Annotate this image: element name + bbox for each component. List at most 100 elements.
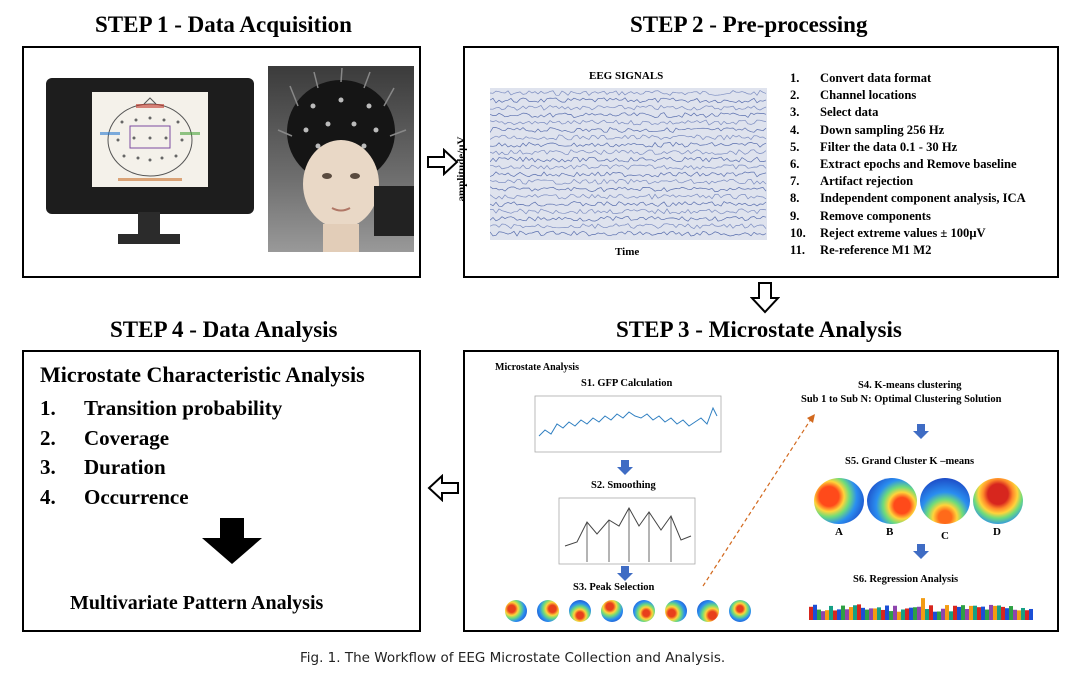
regression-bar: [845, 609, 849, 620]
regression-bar: [841, 605, 845, 620]
regression-bar: [997, 605, 1001, 620]
eeg-trace: [490, 216, 767, 222]
eeg-trace: [490, 134, 767, 141]
regression-bars: [809, 598, 1033, 620]
smoothing-plot: [558, 497, 696, 565]
s3-label: S3. Peak Selection: [573, 582, 655, 593]
eeg-trace: [490, 119, 767, 126]
step4-title: STEP 4 - Data Analysis: [110, 317, 338, 342]
eeg-trace: [490, 156, 767, 163]
s4-label: S4. K-means clustering: [858, 380, 962, 391]
regression-bar: [973, 605, 977, 620]
arrow-left-icon: [427, 474, 459, 502]
regression-bar: [853, 605, 857, 620]
regression-bar: [985, 609, 989, 620]
analysis-item: 2.Coverage: [40, 425, 170, 450]
preprocessing-item: 8.Independent component analysis, ICA: [790, 191, 1026, 206]
electrode-map: [92, 92, 208, 187]
eeg-cap-photo: [268, 66, 414, 252]
regression-bar: [1025, 610, 1029, 620]
regression-bar: [849, 607, 853, 620]
map-label-c: C: [941, 530, 949, 542]
eeg-trace: [490, 171, 767, 178]
regression-bar: [869, 608, 873, 620]
regression-bar: [833, 610, 837, 620]
preprocessing-item: 7.Artifact rejection: [790, 174, 914, 189]
regression-bar: [837, 609, 841, 620]
preprocessing-item: 5.Filter the data 0.1 - 30 Hz: [790, 139, 958, 154]
eeg-trace: [490, 201, 767, 207]
step4-panel: Microstate Characteristic Analysis 1.Tra…: [22, 350, 421, 632]
preprocessing-item: 9.Remove components: [790, 208, 931, 223]
regression-bar: [825, 610, 829, 620]
regression-bar: [881, 609, 885, 620]
eeg-trace: [490, 90, 767, 96]
regression-bar: [981, 606, 985, 620]
regression-bar: [969, 605, 973, 620]
microstate-map-b: [867, 478, 917, 524]
regression-bar: [913, 607, 917, 620]
analysis-item: 4.Occurrence: [40, 484, 189, 509]
regression-bar: [1029, 608, 1033, 620]
regression-bar: [821, 611, 825, 620]
regression-bar: [885, 605, 889, 620]
monitor-stand-icon: [118, 212, 180, 244]
peak-topomap: [505, 600, 527, 622]
regression-bar: [941, 608, 945, 620]
regression-bar: [1009, 606, 1013, 620]
step3-title: STEP 3 - Microstate Analysis: [616, 317, 902, 342]
regression-bar: [961, 605, 965, 620]
eeg-cap-icon: [277, 67, 414, 252]
eeg-trace: [490, 186, 767, 193]
eeg-trace: [490, 164, 767, 170]
analysis-item: 1.Transition probability: [40, 396, 283, 420]
s6-label: S6. Regression Analysis: [853, 574, 959, 585]
s4-sublabel: Sub 1 to Sub N: Optimal Clustering Solut…: [801, 394, 1002, 405]
blue-arrow-down-icon: [617, 566, 633, 581]
arrow-down-icon: [750, 282, 780, 314]
step1-panel: [22, 46, 421, 278]
s5-label: S5. Grand Cluster K –means: [845, 456, 975, 467]
regression-bar: [905, 608, 909, 620]
scalp-map-icon: [100, 97, 200, 181]
gfp-plot: [534, 395, 722, 453]
regression-bar: [901, 609, 905, 620]
peak-topomaps: [505, 600, 755, 624]
eeg-trace: [490, 97, 767, 104]
eeg-traces: [490, 90, 767, 237]
peak-topomap: [729, 600, 751, 622]
eeg-x-label: Time: [615, 246, 640, 258]
map-label-b: B: [886, 526, 894, 538]
regression-bar: [861, 607, 865, 620]
regression-bar: [1001, 606, 1005, 620]
s2-label: S2. Smoothing: [591, 480, 656, 491]
regression-bar: [933, 611, 937, 620]
preprocessing-item: 3.Select data: [790, 105, 879, 120]
regression-bar: [929, 605, 933, 620]
preprocessing-item: 4.Down sampling 256 Hz: [790, 122, 945, 137]
preprocessing-item: 6.Extract epochs and Remove baseline: [790, 157, 1017, 172]
preprocessing-item: 11.Re-reference M1 M2: [790, 243, 932, 258]
regression-bar: [949, 611, 953, 620]
microstate-map-a: [814, 478, 864, 524]
regression-bar: [877, 607, 881, 620]
preprocessing-item: 10.Reject extreme values ± 100μV: [790, 225, 986, 240]
regression-bar: [989, 604, 993, 620]
eeg-plot-title: EEG SIGNALS: [589, 70, 664, 82]
microstate-map-d: [973, 478, 1023, 524]
regression-bar: [865, 609, 869, 620]
eeg-trace: [490, 208, 767, 215]
regression-bar: [917, 606, 921, 620]
regression-bar: [893, 605, 897, 620]
s1-label: S1. GFP Calculation: [581, 378, 673, 389]
regression-bar: [1005, 608, 1009, 620]
regression-bar: [813, 604, 817, 620]
eeg-trace: [490, 149, 767, 156]
regression-bar: [953, 605, 957, 620]
regression-bar: [957, 606, 961, 620]
eeg-trace: [490, 141, 767, 148]
analysis-heading: Microstate Characteristic Analysis: [40, 362, 365, 387]
regression-bar: [873, 608, 877, 620]
peak-topomap: [569, 600, 591, 622]
map-label-a: A: [835, 526, 843, 538]
